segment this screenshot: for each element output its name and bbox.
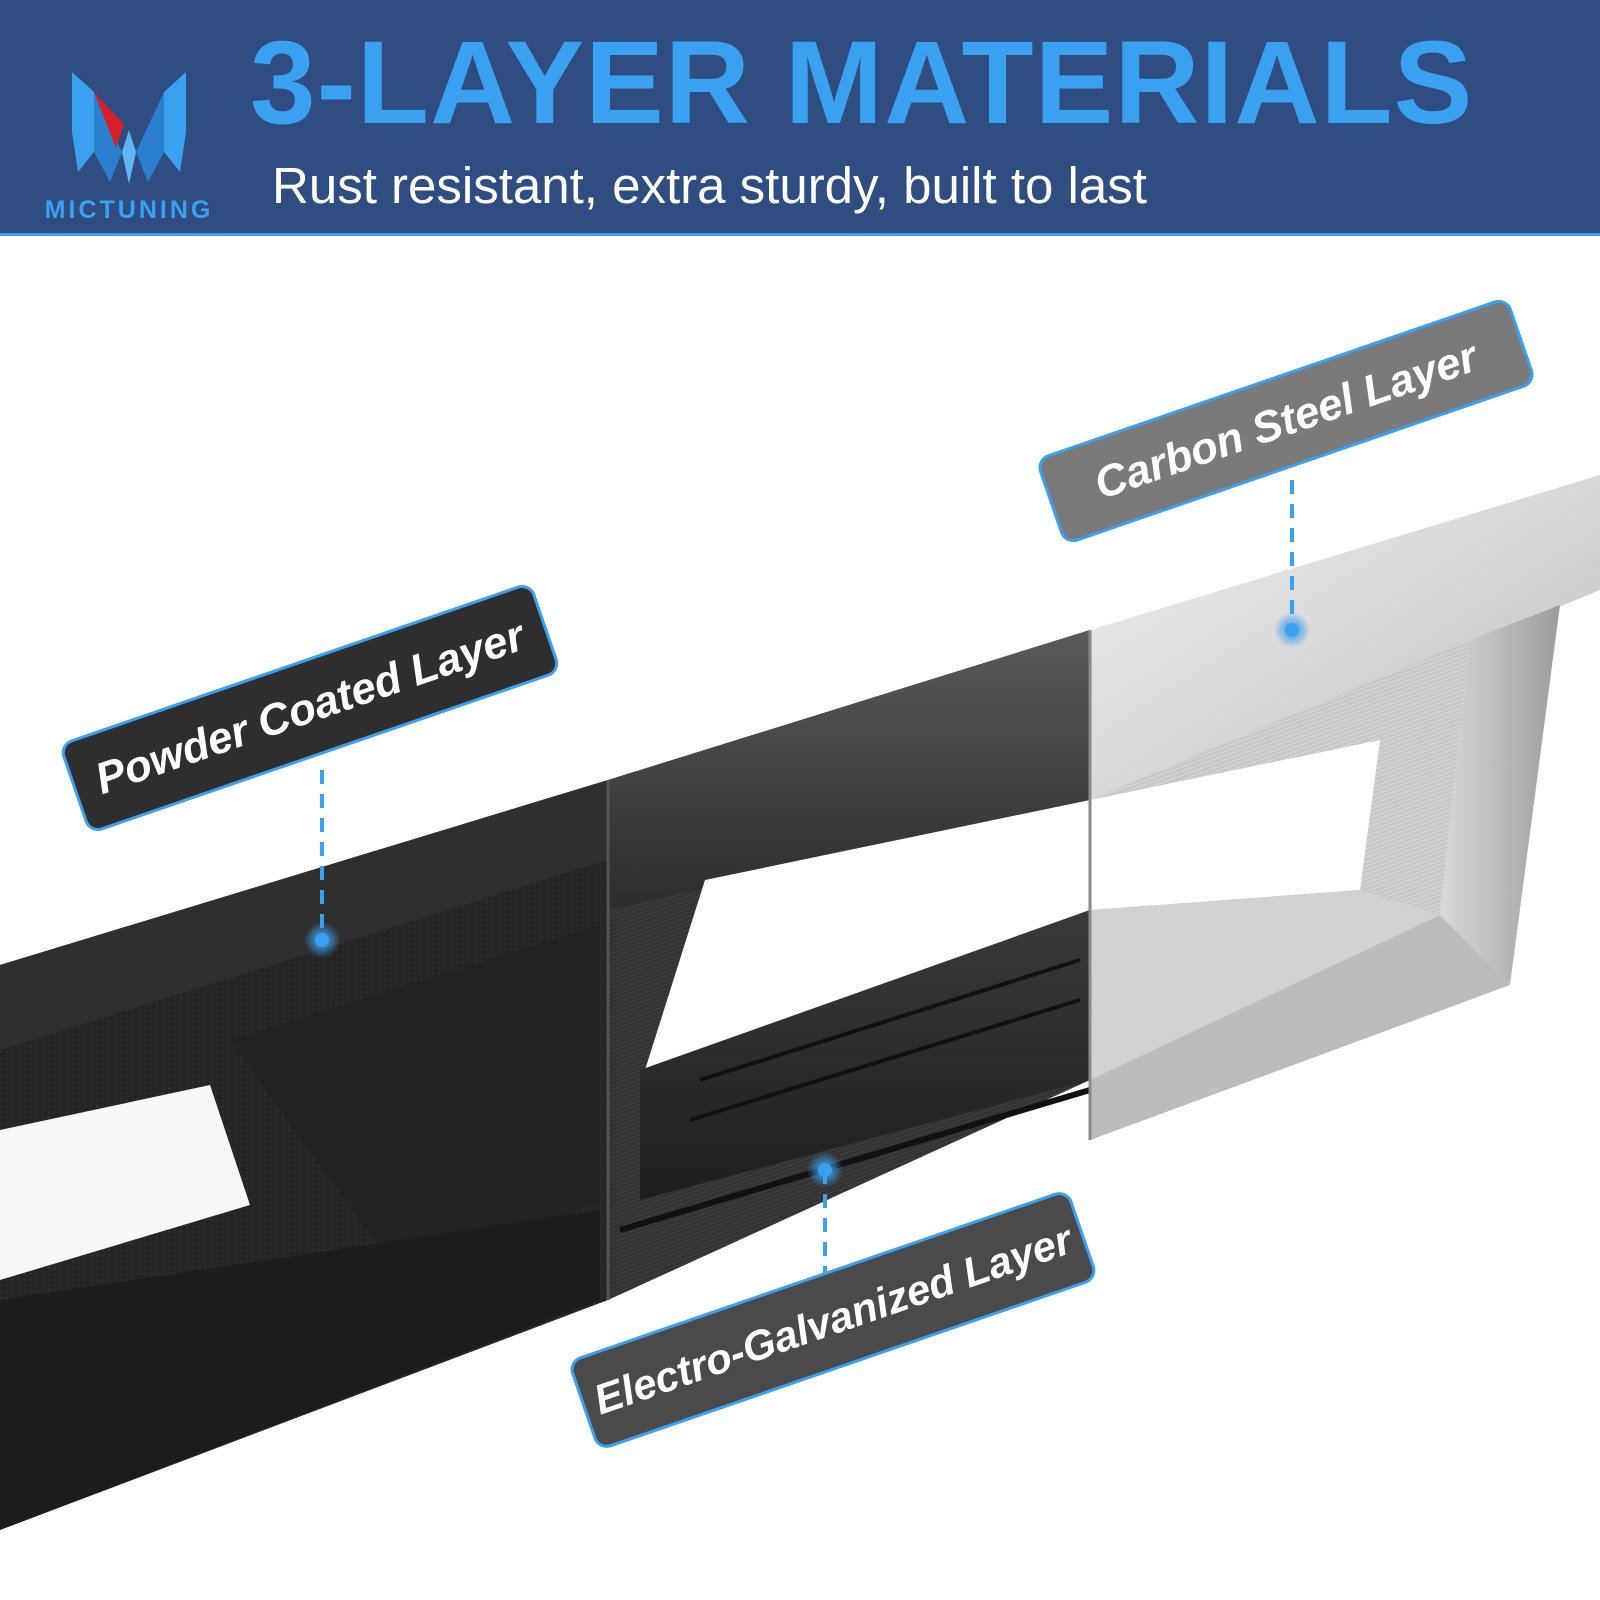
logo-icon xyxy=(72,72,186,184)
powder-coated-section xyxy=(0,780,608,1530)
brand-name: MICTUNING xyxy=(44,196,214,224)
brand-logo: MICTUNING xyxy=(24,52,234,228)
leader-carbon-steel xyxy=(1274,480,1310,648)
page-title: 3-LAYER MATERIALS xyxy=(250,17,1474,149)
page-subtitle: Rust resistant, extra sturdy, built to l… xyxy=(272,157,1147,214)
running-board-illustration xyxy=(0,475,1600,1530)
leader-powder-coated xyxy=(304,770,340,958)
carbon-steel-section xyxy=(1088,475,1600,1140)
electro-galvanized-section xyxy=(606,630,1091,1300)
leader-electro-galvanized xyxy=(807,1152,843,1310)
header-banner: MICTUNING 3-LAYER MATERIALS Rust resista… xyxy=(0,0,1600,236)
